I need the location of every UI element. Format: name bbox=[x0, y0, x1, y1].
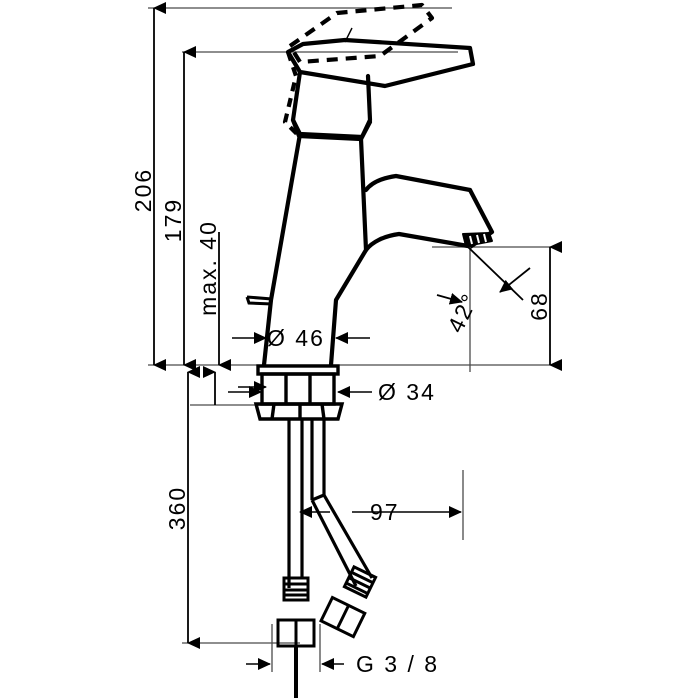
threaded-shank bbox=[260, 372, 336, 406]
body-upper bbox=[290, 117, 373, 142]
dimension-max-40: max. 40 bbox=[195, 220, 231, 371]
angle-arrow-left bbox=[436, 292, 463, 305]
dimension-360: 360 bbox=[164, 366, 200, 649]
lever-pivot-tick bbox=[344, 27, 353, 43]
dimension-dia-46: Ø 46 bbox=[232, 325, 370, 351]
dimension-deck-small bbox=[203, 366, 267, 405]
dimension-68-label: 68 bbox=[526, 291, 552, 321]
mounting-hardware bbox=[253, 364, 345, 421]
body-right-edge bbox=[328, 136, 369, 368]
dimension-42-angle: 42° bbox=[436, 246, 531, 372]
dimension-g38: G 3 / 8 bbox=[246, 624, 439, 677]
dimension-max-40-label: max. 40 bbox=[195, 220, 221, 316]
angle-arrow-inbound bbox=[499, 267, 531, 293]
lock-nut bbox=[253, 402, 345, 421]
dimension-dia-34-label: Ø 34 bbox=[378, 379, 436, 405]
aerator-hatch bbox=[469, 233, 487, 245]
dimension-g38-label: G 3 / 8 bbox=[356, 651, 439, 677]
spout-arm bbox=[363, 173, 473, 193]
dimension-dia-46-label: Ø 46 bbox=[267, 325, 325, 351]
dimension-360-label: 360 bbox=[164, 486, 190, 530]
dimension-97-label: 97 bbox=[370, 499, 400, 525]
dimension-179-label: 179 bbox=[160, 198, 186, 242]
dimension-206: 206 bbox=[130, 1, 166, 371]
body-side-tab bbox=[245, 295, 273, 306]
hose-fitting-left bbox=[276, 576, 316, 698]
lever-handle-open-dashed bbox=[282, 2, 435, 136]
hose-fitting-right bbox=[319, 564, 378, 639]
dimension-68: 68 bbox=[526, 241, 562, 371]
dimension-97: 97 bbox=[299, 499, 462, 525]
dimension-179: 179 bbox=[160, 46, 196, 371]
flexible-hoses bbox=[287, 419, 374, 588]
angle-leader-line bbox=[467, 246, 524, 301]
lever-handle-closed bbox=[285, 37, 476, 89]
faucet-outline bbox=[261, 37, 495, 368]
hose-right-angled bbox=[310, 499, 358, 587]
dimension-dia-34: Ø 34 bbox=[228, 379, 436, 405]
spout-underside bbox=[363, 231, 471, 253]
dimension-42-label: 42° bbox=[442, 288, 483, 336]
dimension-206-label: 206 bbox=[130, 168, 156, 212]
